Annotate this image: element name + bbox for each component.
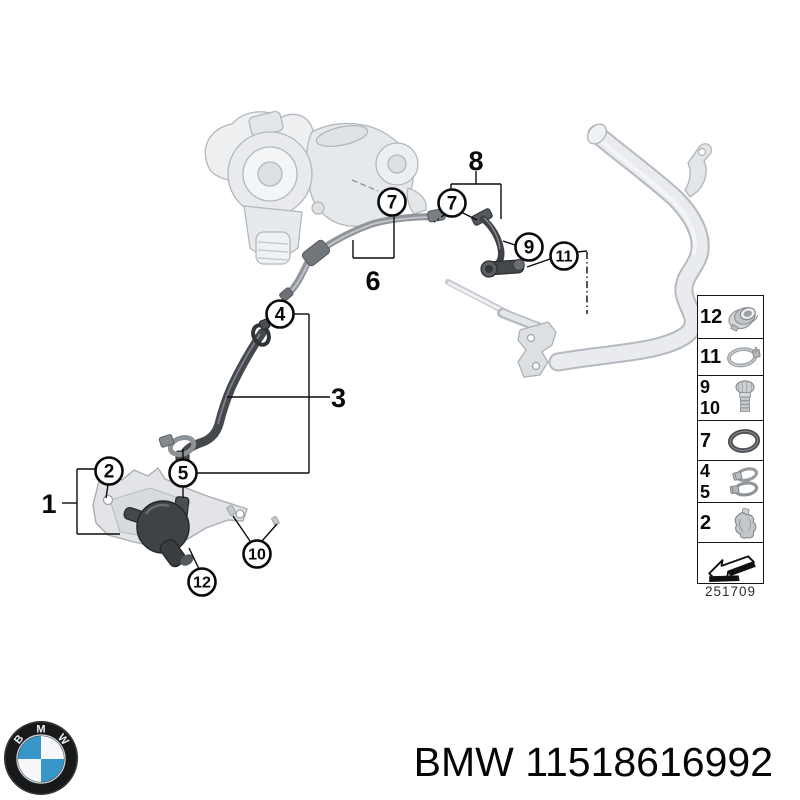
callout-2: 2 bbox=[94, 456, 124, 486]
callout-7b: 7 bbox=[437, 188, 467, 218]
callout-label: 7 bbox=[387, 193, 398, 214]
coupling-icon bbox=[728, 307, 758, 332]
callout-label: 12 bbox=[193, 575, 211, 592]
callout-9: 9 bbox=[514, 232, 544, 262]
page-arrow-icon bbox=[707, 555, 756, 582]
callout-11: 11 bbox=[549, 241, 579, 271]
callout-label: 2 bbox=[104, 462, 115, 483]
legend-number: 7 bbox=[700, 429, 712, 452]
legend-row-11: 11 bbox=[698, 339, 763, 376]
clamp-ring-icon bbox=[727, 346, 761, 368]
callout-4: 4 bbox=[265, 299, 295, 329]
legend-number: 11 bbox=[700, 346, 722, 368]
callout-label: 11 bbox=[556, 249, 573, 266]
tube-bracket-drawing bbox=[445, 279, 557, 378]
legend-number: 5 bbox=[700, 481, 711, 502]
clip-icon bbox=[734, 507, 756, 539]
turbocharger-drawing bbox=[204, 110, 427, 265]
o-ring-icon bbox=[727, 428, 761, 453]
leader-lines bbox=[62, 171, 588, 570]
legend-row-12: 12 bbox=[698, 296, 763, 339]
label-6: 6 bbox=[365, 266, 380, 296]
legend-number-group: 9 10 bbox=[700, 377, 726, 418]
callout-label: 5 bbox=[178, 464, 189, 485]
screw-plug-icon bbox=[734, 380, 755, 412]
legend-row-4-5: 4 5 bbox=[698, 461, 763, 503]
hose-6-drawing bbox=[279, 208, 446, 302]
circled-callouts: 7 7 9 11 4 5 2 bbox=[94, 187, 579, 597]
bmw-logo: B M W bbox=[4, 721, 78, 795]
legend-row-9-10: 9 10 bbox=[698, 376, 763, 421]
parts-legend-table: 12 11 9 bbox=[697, 295, 764, 584]
callout-label: 7 bbox=[447, 194, 458, 215]
plain-labels: 8 6 3 1 bbox=[41, 146, 483, 519]
label-1: 1 bbox=[41, 489, 56, 519]
callout-label: 4 bbox=[275, 305, 286, 326]
legend-number-group: 4 5 bbox=[700, 461, 726, 502]
legend-number: 2 bbox=[700, 511, 712, 534]
label-8: 8 bbox=[468, 146, 483, 176]
coolant-pipe-drawing bbox=[548, 123, 712, 372]
legend-number: 12 bbox=[700, 306, 723, 328]
hose-3-drawing bbox=[158, 318, 271, 466]
legend-row-2: 2 bbox=[698, 503, 763, 543]
legend-number: 9 bbox=[700, 377, 711, 398]
legend-number: 4 bbox=[700, 460, 711, 481]
hose-clamps-icon bbox=[729, 466, 758, 497]
diagram-number: 251709 bbox=[704, 584, 757, 599]
callout-label: 9 bbox=[524, 238, 535, 259]
legend-row-7: 7 bbox=[698, 421, 763, 461]
callout-label: 10 bbox=[248, 547, 266, 564]
callout-12: 12 bbox=[187, 567, 217, 597]
pipe-8-drawing bbox=[471, 208, 525, 278]
logo-letter-m: M bbox=[36, 724, 45, 736]
callout-7a: 7 bbox=[377, 187, 407, 217]
legend-row-arrow bbox=[698, 543, 763, 583]
label-3: 3 bbox=[331, 383, 346, 413]
callout-5: 5 bbox=[168, 458, 198, 488]
callout-10: 10 bbox=[242, 539, 272, 569]
legend-number: 10 bbox=[700, 398, 721, 418]
pump-bracket-drawing bbox=[92, 466, 280, 568]
part-number-text: BMW 11518616992 bbox=[413, 739, 773, 785]
